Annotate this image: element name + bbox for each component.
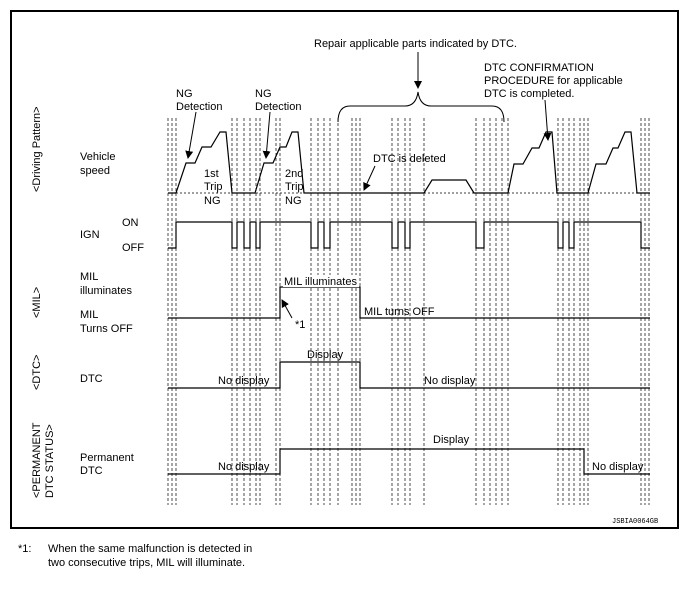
dtc-group-label: <DTC> (31, 355, 43, 390)
repair-annotation: Repair applicable parts indicated by DTC… (314, 38, 517, 50)
dtc-confirmation-arrow (543, 99, 552, 141)
mil-group-label: <MIL> (31, 287, 43, 318)
dtc-deleted-arrow (363, 165, 376, 191)
dtc-display-annotation: Display (307, 349, 344, 361)
mil-illuminates-annotation: MIL illuminates (284, 276, 357, 288)
ng-detection-arrow-2 (262, 111, 271, 159)
permanent-dtc-label-line-1: Permanent (80, 452, 134, 464)
permanent-dtc-label-line-2: DTC (80, 465, 103, 477)
diagram-frame (10, 10, 679, 529)
trip2-line-1: 2nd (285, 168, 303, 180)
ng-detection-1-line-2: Detection (176, 101, 222, 113)
ign-off-label: OFF (122, 242, 144, 254)
permanent-group-label-line-1: <PERMANENT (31, 422, 43, 498)
ng-detection-1-line-1: NG (176, 88, 193, 100)
dtc-no-display-2: No display (424, 375, 476, 387)
mil-turns-off-label-line-2: Turns OFF (80, 323, 133, 335)
vehicle-speed-trace (168, 131, 650, 194)
ng-detection-2-line-1: NG (255, 88, 272, 100)
permanent-group-label-line-2: DTC STATUS> (44, 424, 56, 498)
dtc-no-display-1: No display (218, 375, 270, 387)
footnote-mark: *1: (18, 543, 32, 555)
dtc-label: DTC (80, 373, 103, 385)
figure-code: JSBIA0064GB (612, 518, 658, 526)
vehicle-speed-label-line-1: Vehicle (80, 151, 115, 163)
trip1-line-1: 1st (204, 168, 219, 180)
ign-on-label: ON (122, 217, 139, 229)
star1-arrow (281, 299, 293, 319)
vehicle-speed-label-line-2: speed (80, 165, 110, 177)
trip2-line-3: NG (285, 195, 302, 207)
perm-display-annotation: Display (433, 434, 470, 446)
dtc-deleted-label: DTC is deleted (373, 153, 446, 165)
mil-illuminates-label-line-1: MIL (80, 271, 98, 283)
permanent-dtc-trace (168, 448, 650, 475)
star1-label: *1 (295, 319, 305, 331)
dtc-confirmation-line-1: DTC CONFIRMATION (484, 62, 594, 74)
ign-trace (168, 221, 650, 249)
trip2-line-2: Trip (285, 181, 304, 193)
perm-no-display-1: No display (218, 461, 270, 473)
mil-turns-off-annotation: MIL turns OFF (364, 306, 435, 318)
trip1-line-3: NG (204, 195, 221, 207)
ign-label: IGN (80, 229, 100, 241)
mil-turns-off-label-line-1: MIL (80, 309, 98, 321)
mil-illuminates-label-line-2: illuminates (80, 285, 132, 297)
dtc-trace (168, 361, 650, 389)
repair-brace (337, 91, 505, 123)
footnote-text: When the same malfunction is detected in… (48, 543, 253, 569)
trip1-line-2: Trip (204, 181, 223, 193)
perm-no-display-2: No display (592, 461, 644, 473)
driving-pattern-group-label: <Driving Pattern> (31, 106, 43, 192)
dtc-confirmation-line-2: PROCEDURE for applicable (484, 75, 623, 87)
ng-detection-2-line-2: Detection (255, 101, 301, 113)
time-guide-lines (167, 118, 650, 505)
ng-detection-arrow-1 (185, 111, 197, 159)
dtc-confirmation-line-3: DTC is completed. (484, 88, 574, 100)
